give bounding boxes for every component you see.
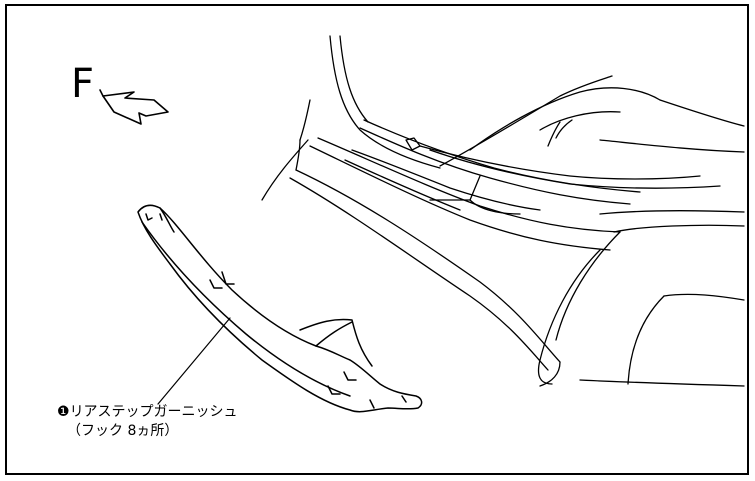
part-callout: ❶リアステップガーニッシュ （フック 8ヵ所） — [57, 403, 238, 441]
car-body-outline — [261, 35, 745, 387]
rear-step-garnish-part — [137, 204, 423, 413]
callout-leader-line — [157, 317, 231, 405]
part-note: （フック 8ヵ所） — [67, 423, 179, 439]
part-number: ❶ — [57, 404, 70, 420]
front-direction-arrow-icon — [99, 89, 169, 125]
part-name: リアステップガーニッシュ — [69, 404, 238, 420]
front-direction-label: F — [71, 61, 95, 107]
